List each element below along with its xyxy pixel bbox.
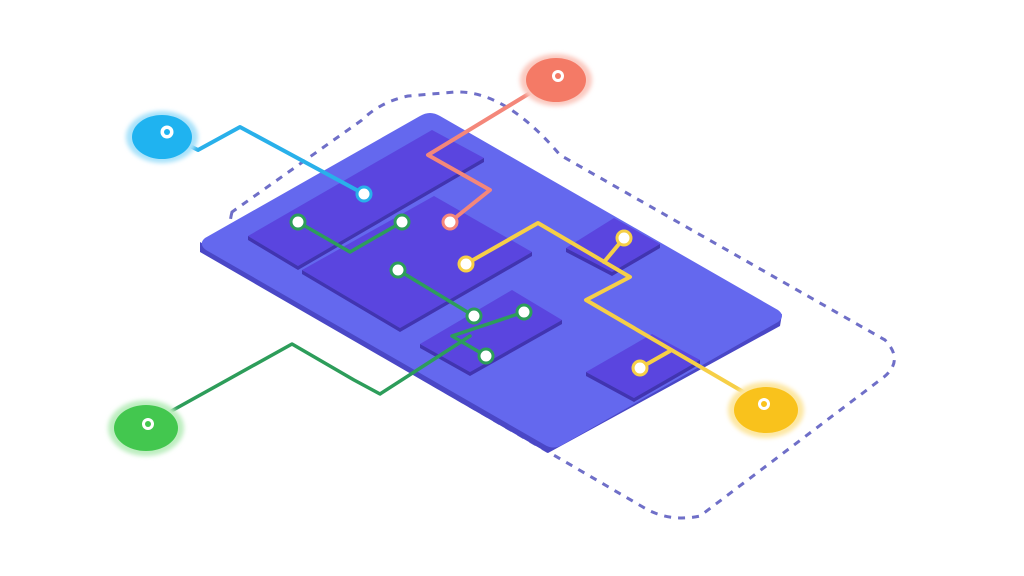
green-node-lower bbox=[477, 347, 495, 365]
green-wire-lower bbox=[450, 310, 526, 358]
green-node-top-left bbox=[289, 213, 307, 231]
green-node-top-right bbox=[393, 213, 411, 231]
green-node-center-end bbox=[465, 307, 483, 325]
panel-right-small-edge bbox=[566, 244, 660, 276]
panel-right-small bbox=[566, 218, 660, 272]
yellow-node-left bbox=[457, 255, 475, 273]
green-wire-top bbox=[296, 220, 404, 254]
green-wire-center bbox=[396, 268, 476, 318]
blue-node bbox=[355, 185, 373, 203]
yellow-wire-main bbox=[464, 221, 766, 406]
green-terminal bbox=[108, 400, 184, 456]
blue-terminal bbox=[126, 111, 198, 163]
yellow-node-top bbox=[615, 229, 633, 247]
red-terminal bbox=[520, 54, 592, 106]
circuit-board bbox=[201, 113, 782, 448]
terminals bbox=[108, 54, 804, 456]
green-node-lower-right bbox=[515, 303, 533, 321]
wire-nodes bbox=[289, 185, 649, 377]
yellow-node-bottom bbox=[631, 359, 649, 377]
green-wire-main bbox=[146, 334, 472, 426]
yellow-terminal bbox=[728, 382, 804, 438]
red-wire bbox=[426, 74, 560, 224]
red-node bbox=[441, 213, 459, 231]
green-node-center-start bbox=[389, 261, 407, 279]
dashed-boundary bbox=[228, 90, 896, 520]
panel-center bbox=[302, 196, 532, 328]
panel-bottom-right-edge bbox=[586, 360, 700, 402]
